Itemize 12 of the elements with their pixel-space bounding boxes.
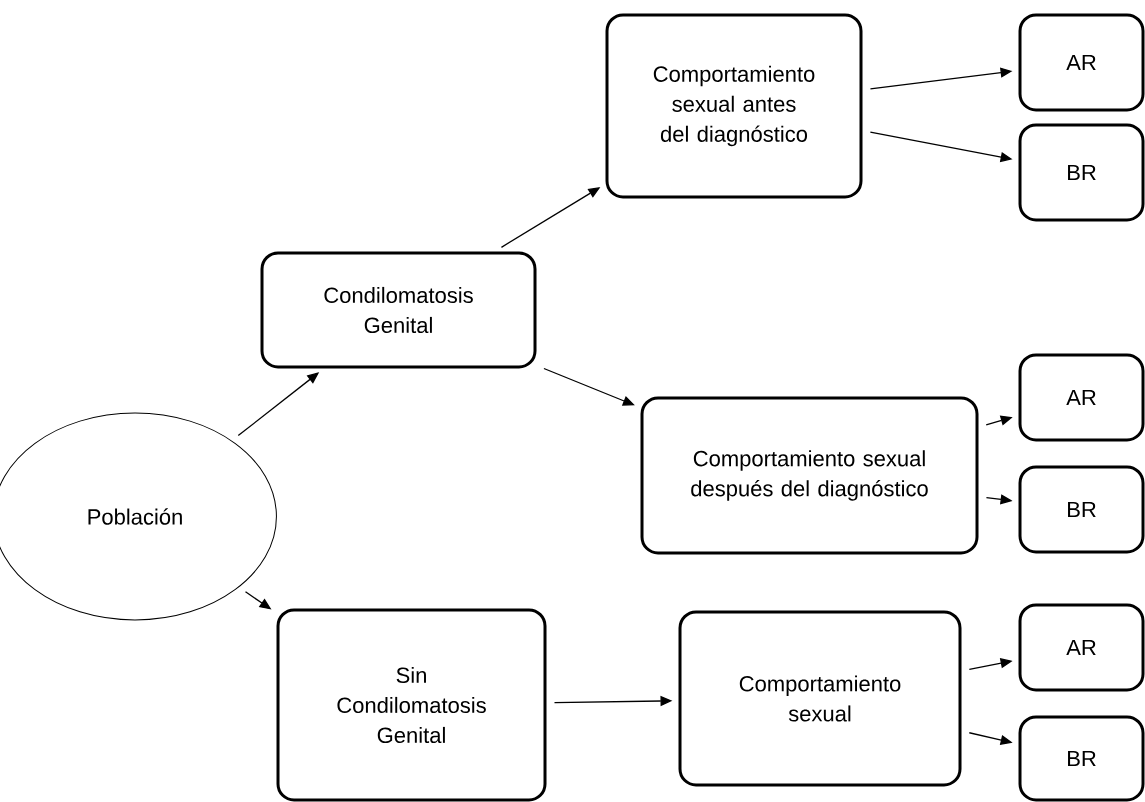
- process-box: BR: [1018, 123, 1145, 222]
- process-box: Condilomatosis Genital: [260, 251, 537, 369]
- process-box: Comportamiento sexual: [678, 610, 962, 787]
- process-box: Comportamiento sexual antes del diagnóstico: [605, 13, 863, 199]
- process-box: BR: [1018, 465, 1145, 554]
- process-box: AR: [1018, 353, 1145, 442]
- process-box: Sin Condilomatosis Genital: [276, 608, 547, 802]
- process-box: AR: [1018, 603, 1145, 692]
- process-box: AR: [1018, 13, 1145, 112]
- process-box: Comportamiento sexual después del diagnóstico: [640, 396, 979, 555]
- process-box: BR: [1018, 715, 1145, 802]
- arrow: [543, 367, 635, 406]
